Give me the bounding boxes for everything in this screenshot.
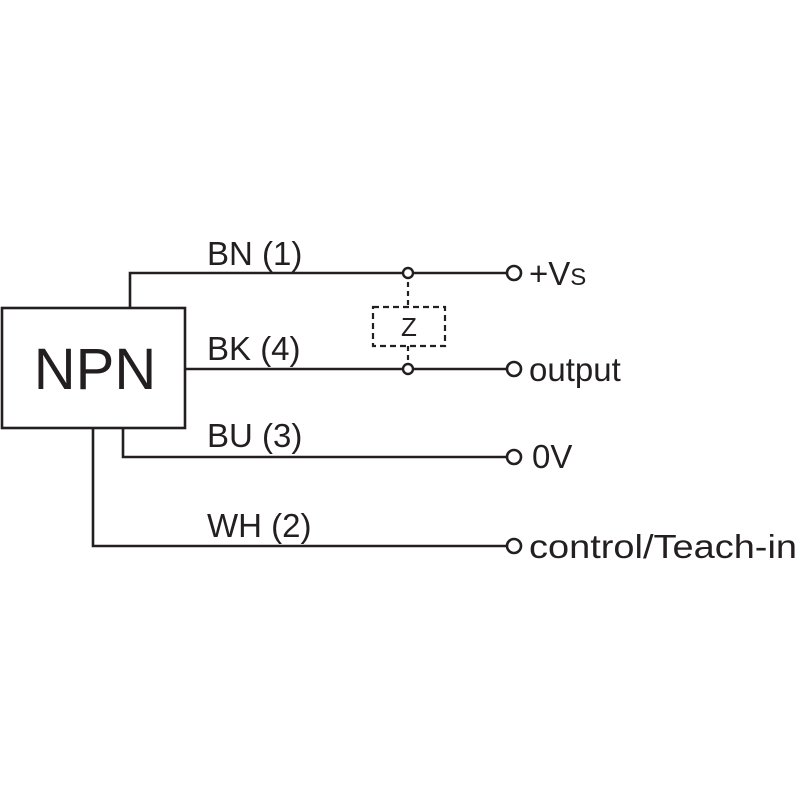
wire-bn-label: BN (1) — [207, 235, 302, 272]
terminal-vs — [505, 264, 523, 282]
wire-bu — [121, 428, 507, 459]
terminal-vs-label: +VS — [529, 255, 586, 292]
terminal-control-label: control/Teach-in — [529, 528, 797, 565]
terminal-0v-label: 0V — [532, 438, 572, 475]
wire-bu-label: BU (3) — [207, 417, 302, 454]
load-z-box — [371, 305, 447, 348]
load-z-label: Z — [401, 312, 417, 342]
wire-bn — [128, 271, 507, 308]
junction-bk — [401, 362, 415, 376]
terminal-output-label: output — [529, 351, 621, 388]
wire-bk-label: BK (4) — [207, 330, 301, 367]
terminal-vs-main: +V — [529, 255, 570, 292]
terminal-output — [505, 360, 523, 378]
terminal-control — [505, 537, 523, 555]
terminal-vs-sub: S — [570, 264, 586, 291]
wire-wh-label: WH (2) — [207, 507, 311, 544]
npn-label: NPN — [34, 337, 156, 402]
terminal-0v — [505, 448, 523, 466]
junction-bn — [401, 266, 415, 280]
wire-wh — [91, 428, 507, 548]
